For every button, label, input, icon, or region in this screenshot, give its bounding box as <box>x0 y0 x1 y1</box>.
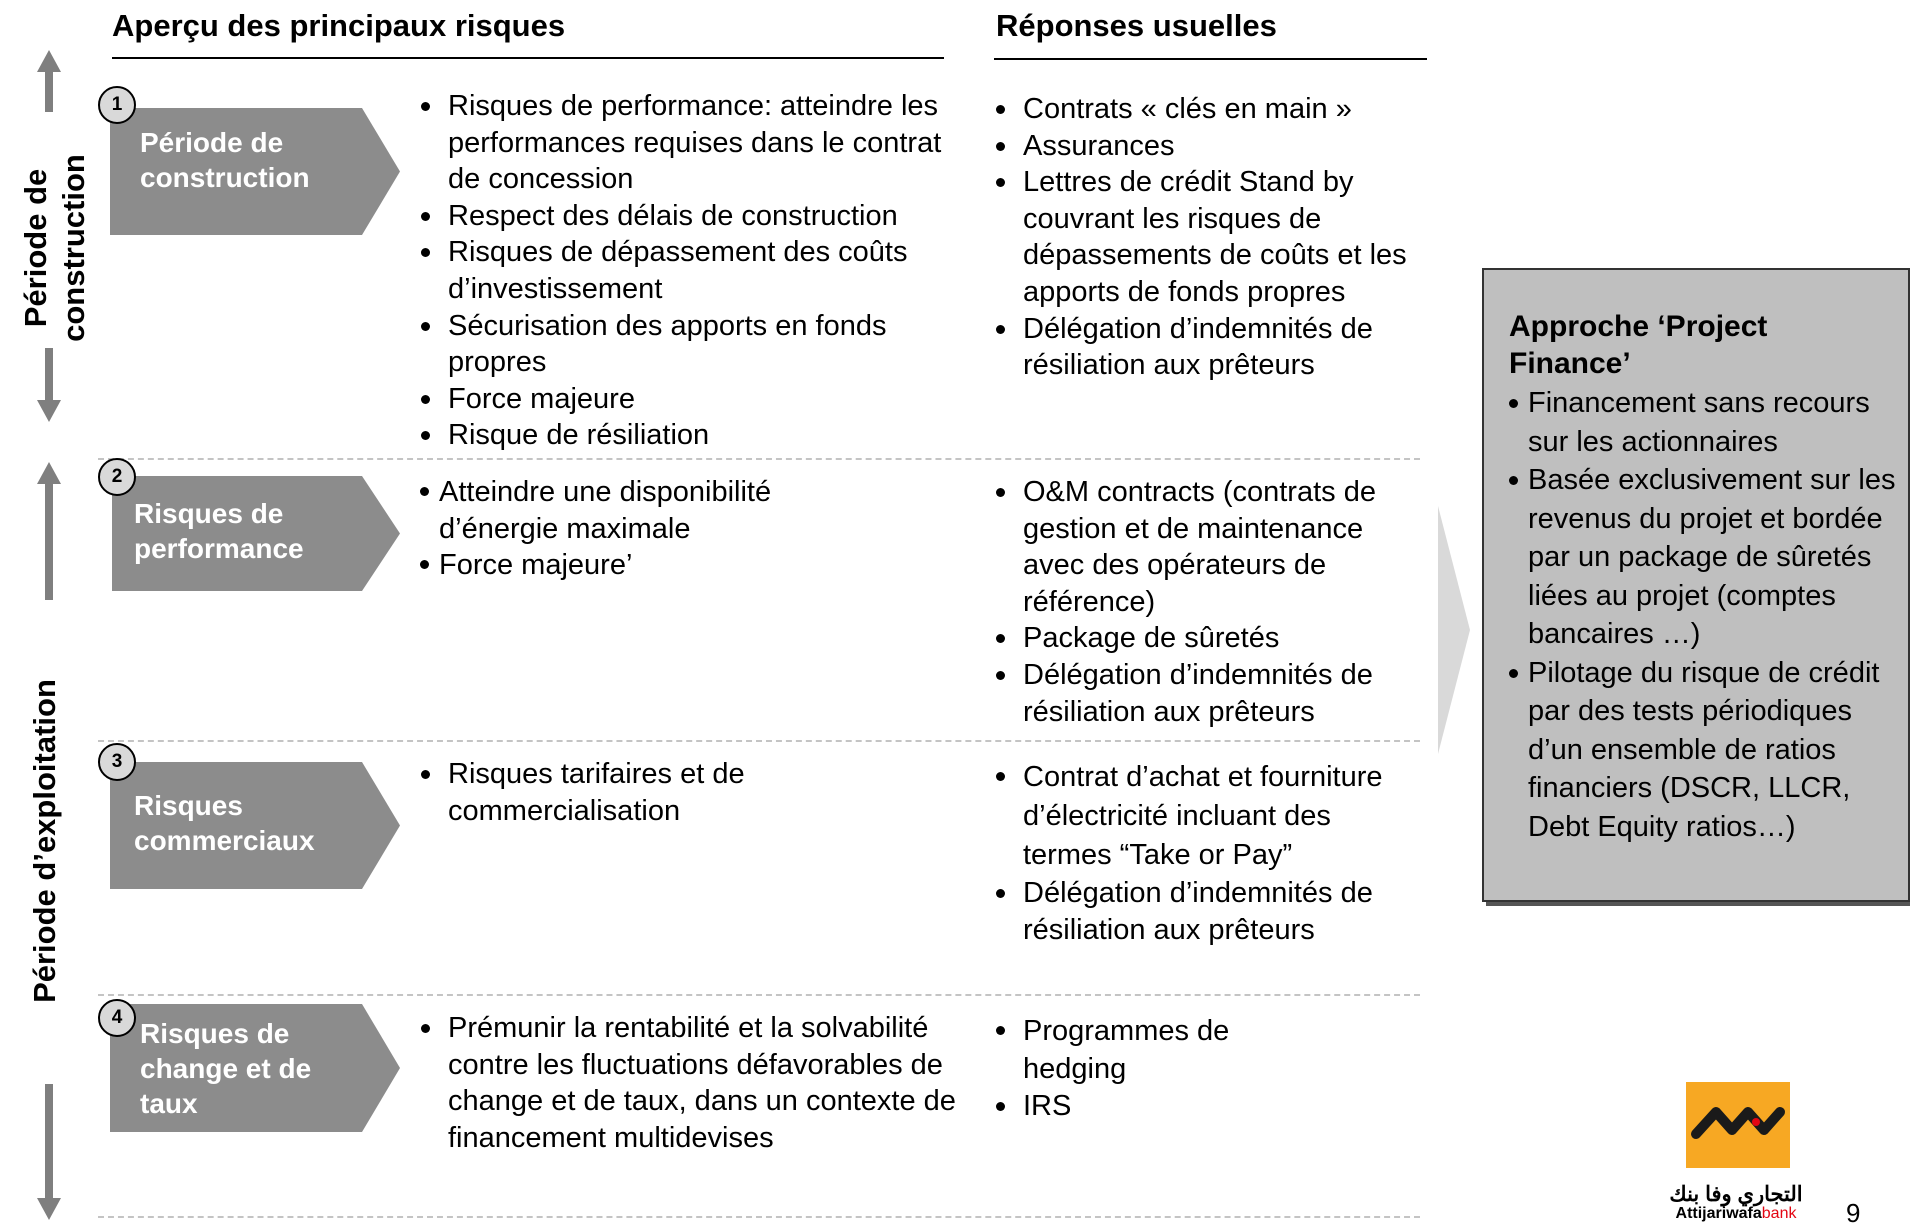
chevron-fx-rate-risks: Risques de change et de taux <box>110 1004 400 1132</box>
chevron-label: Risques de performance <box>134 498 304 564</box>
list-item: Basée exclusivement sur les revenus du p… <box>1509 461 1909 654</box>
row-separator <box>98 458 1420 460</box>
list-item: Assurances <box>993 128 1433 165</box>
project-finance-box: Approche ‘Project Finance’ Financement s… <box>1482 268 1910 902</box>
list-item: Sécurisation des apports en fonds propre… <box>418 308 958 381</box>
chevron-performance-risks: Risques de performance <box>112 476 400 591</box>
logo-arabic-text: التجاري وفا بنك <box>1669 1183 1803 1206</box>
list-item: Risque de résiliation <box>418 417 958 454</box>
list-item: Force majeure <box>418 381 958 418</box>
list-item: Programmes de hedging <box>993 1012 1293 1088</box>
list-item: Pilotage du risque de crédit par des tes… <box>1509 654 1909 847</box>
logo-latin-main: Attijariwafa <box>1675 1205 1762 1222</box>
page-number: 9 <box>1846 1198 1861 1228</box>
attijariwafa-logo: التجاري وفا بنك Attijariwafabank <box>1648 1082 1818 1223</box>
risks-list: Atteindre une disponibilité d’énergie ma… <box>418 474 838 584</box>
list-item: IRS <box>993 1088 1293 1125</box>
list-item: Respect des délais de construction <box>418 198 958 235</box>
chevron-commercial-risks: Risques commerciaux <box>110 762 400 889</box>
risks-list: Risques de performance: atteindre les pe… <box>418 88 958 454</box>
construction-period-label: Période de construction <box>18 154 91 342</box>
responses-list: Contrats « clés en main » Assurances Let… <box>993 91 1433 384</box>
step-number-badge: 4 <box>98 999 136 1037</box>
step-number-badge: 2 <box>98 458 136 496</box>
responses-list: O&M contracts (contrats de gestion et de… <box>993 474 1423 730</box>
chevron-label: Période de construction <box>140 127 310 193</box>
exploitation-arrow <box>37 462 61 1220</box>
list-item: Atteindre une disponibilité d’énergie ma… <box>418 474 838 547</box>
logo-latin-text: Attijariwafabank <box>1654 1205 1818 1223</box>
row-separator <box>98 1216 1420 1218</box>
row-separator <box>98 994 1420 996</box>
responses-header: Réponses usuelles <box>996 8 1277 43</box>
responses-header-rule <box>994 58 1427 60</box>
list-item: Package de sûretés <box>993 620 1423 657</box>
exploitation-period-label: Période d’exploitation <box>27 679 62 1003</box>
responses-list: Programmes de hedging IRS <box>993 1012 1293 1125</box>
list-item: Délégation d’indemnités de résiliation a… <box>993 875 1413 948</box>
project-finance-title: Approche ‘Project Finance’ <box>1509 310 1768 380</box>
list-item: Délégation d’indemnités de résiliation a… <box>993 311 1433 384</box>
list-item: Contrat d’achat et fourniture d’électric… <box>993 758 1413 875</box>
chevron-construction-period: Période de construction <box>110 108 400 235</box>
logo-latin-accent: bank <box>1761 1205 1797 1222</box>
step-number-badge: 3 <box>98 743 136 781</box>
list-item: Force majeure’ <box>418 547 838 584</box>
risks-header-rule <box>112 57 944 59</box>
pointer-arrow <box>1438 506 1470 754</box>
construction-arrow <box>37 50 61 422</box>
logo-mark-icon <box>1686 1082 1790 1168</box>
list-item: Risques de performance: atteindre les pe… <box>418 88 958 198</box>
risks-list: Risques tarifaires et de commercialisati… <box>418 756 838 829</box>
list-item: Délégation d’indemnités de résiliation a… <box>993 657 1423 730</box>
project-finance-list: Financement sans recours sur les actionn… <box>1509 384 1909 846</box>
list-item: O&M contracts (contrats de gestion et de… <box>993 474 1423 620</box>
risks-header: Aperçu des principaux risques <box>112 8 566 43</box>
list-item: Risques tarifaires et de commercialisati… <box>418 756 838 829</box>
chevron-label: Risques de change et de taux <box>140 1018 312 1119</box>
step-number-badge: 1 <box>98 86 136 124</box>
responses-list: Contrat d’achat et fourniture d’électric… <box>993 758 1413 948</box>
list-item: Financement sans recours sur les actionn… <box>1509 384 1909 461</box>
risks-list: Prémunir la rentabilité et la solvabilit… <box>418 1010 958 1156</box>
row-separator <box>98 740 1420 742</box>
list-item: Prémunir la rentabilité et la solvabilit… <box>418 1010 958 1156</box>
chevron-label: Risques commerciaux <box>134 790 315 856</box>
list-item: Contrats « clés en main » <box>993 91 1433 128</box>
list-item: Risques de dépassement des coûts d’inves… <box>418 234 958 307</box>
list-item: Lettres de crédit Stand by couvrant les … <box>993 164 1433 310</box>
